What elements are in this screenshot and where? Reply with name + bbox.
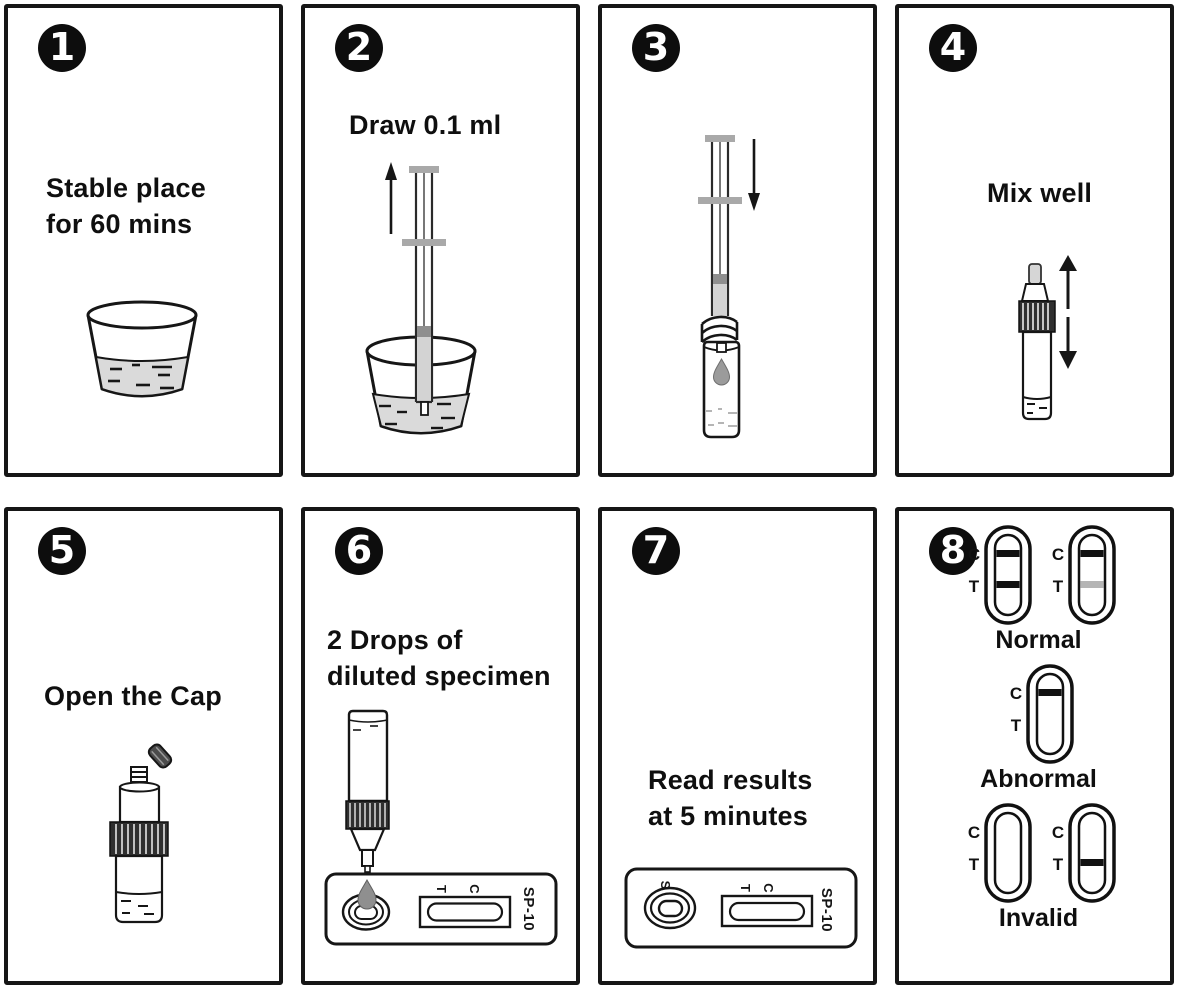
caption-line: for 60 mins: [46, 208, 193, 239]
caption-line: Mix well: [987, 178, 1093, 208]
t-line-label: T: [738, 884, 753, 892]
test-strip: CT: [967, 803, 1032, 903]
result-label: Abnormal: [980, 765, 1097, 793]
mix-tube-illustration: [1018, 255, 1077, 421]
sample-well-label: S: [658, 881, 673, 890]
caption-line: Open the Cap: [44, 681, 222, 711]
caption-line: 2 Drops of: [327, 625, 463, 655]
step-4-caption: Mix well: [987, 176, 1092, 212]
t-line-label: T: [1052, 577, 1063, 596]
t-line-label: T: [1010, 716, 1021, 735]
step-4-panel: 4 Mix well: [895, 4, 1174, 477]
test-cassette: S T C SP-10: [624, 867, 858, 949]
step-6-panel: 6 2 Drops of diluted specimen: [301, 507, 580, 985]
step-2-caption: Draw 0.1 ml: [349, 108, 501, 144]
read-cassette-illustration: S T C SP-10: [624, 867, 858, 949]
step-5-badge: 5: [38, 527, 86, 575]
caption-line: at 5 minutes: [648, 800, 808, 831]
syringe: [698, 135, 742, 316]
test-band: [996, 581, 1019, 588]
test-strip: CT: [1009, 664, 1074, 764]
caption-line: diluted specimen: [327, 660, 551, 691]
step-3-panel: 3: [598, 4, 877, 477]
syringe-in-cup-illustration: [365, 162, 477, 435]
drop-icon: [712, 357, 731, 386]
c-line-label: C: [1009, 684, 1021, 703]
test-strip: CT: [1051, 803, 1116, 903]
test-band: [1080, 859, 1103, 866]
step-1-caption: Stable place for 60 mins: [46, 171, 206, 242]
step-6-caption: 2 Drops of diluted specimen: [327, 623, 551, 694]
step-2-badge: 2: [335, 24, 383, 72]
result-label: Normal: [995, 626, 1082, 654]
specimen-cup: [86, 300, 198, 398]
test-strip: CT: [967, 525, 1032, 625]
model-label: SP-10: [520, 887, 537, 931]
c-line-label: C: [467, 884, 482, 894]
model-label: SP-10: [818, 888, 835, 932]
c-line-label: C: [967, 545, 979, 564]
control-band: [1038, 689, 1061, 696]
c-line-label: C: [761, 883, 776, 893]
t-line-label: T: [434, 885, 449, 893]
dispense-on-cassette-illustration: T C SP-10: [324, 709, 558, 946]
liquid-marks: [379, 402, 455, 430]
c-line-label: C: [1051, 545, 1063, 564]
dropper-tube: [1018, 263, 1056, 421]
c-line-label: C: [967, 823, 979, 842]
t-line-label: T: [968, 855, 979, 874]
step-7-panel: 7 Read results at 5 minutes S T C: [598, 507, 877, 985]
sample-well: [643, 886, 697, 930]
step-6-badge: 6: [335, 527, 383, 575]
test-cassette: T C SP-10: [324, 872, 558, 946]
step-5-caption: Open the Cap: [44, 679, 222, 715]
step-7-caption: Read results at 5 minutes: [648, 763, 812, 834]
open-cap-illustration: [109, 743, 173, 924]
t-line-label: T: [1052, 855, 1063, 874]
caption-line: Draw 0.1 ml: [349, 110, 502, 140]
step-2-panel: 2 Draw 0.1 ml: [301, 4, 580, 477]
caption-line: Read results: [648, 765, 813, 795]
liquid-marks: [1027, 403, 1047, 414]
step-1-panel: 1 Stable place for 60 mins: [4, 4, 283, 477]
dilution-vial: [702, 340, 741, 439]
step-4-badge: 4: [929, 24, 977, 72]
test-band: [1080, 581, 1103, 588]
inverted-dropper-tube: [345, 709, 390, 873]
step-8-badge: 8: [929, 527, 977, 575]
caption-line: Stable place: [46, 173, 206, 203]
step-1-badge: 1: [38, 24, 86, 72]
test-strip: CT: [1051, 525, 1116, 625]
up-arrow-icon: [385, 162, 397, 234]
result-label: Invalid: [998, 904, 1079, 932]
t-line-label: T: [968, 577, 979, 596]
control-band: [1080, 550, 1103, 557]
liquid-marks: [108, 363, 174, 390]
small-cap-icon: [147, 743, 173, 769]
syringe-into-vial-illustration: [698, 135, 760, 439]
dropper-tube: [109, 766, 169, 924]
result-window: [418, 895, 512, 929]
vial-threads: [700, 315, 739, 344]
graduation-marks: [706, 408, 738, 427]
liquid-marks: [121, 900, 154, 915]
syringe: [402, 166, 446, 416]
shake-arrows-icon: [1059, 255, 1077, 369]
step-3-badge: 3: [632, 24, 680, 72]
down-arrow-icon: [748, 139, 760, 211]
specimen-cup-illustration: [86, 300, 198, 398]
result-window: [720, 894, 814, 928]
step-7-badge: 7: [632, 527, 680, 575]
control-band: [996, 550, 1019, 557]
c-line-label: C: [1051, 823, 1063, 842]
drop-icon: [357, 878, 377, 910]
step-5-panel: 5 Open the Cap: [4, 507, 283, 985]
